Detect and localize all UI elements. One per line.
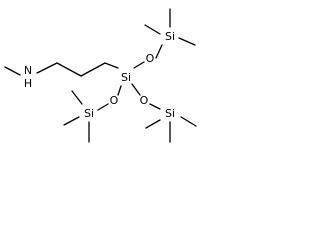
bond-si-o-right xyxy=(131,83,141,96)
bond-o-left-si xyxy=(97,103,109,111)
bond-c3-si xyxy=(104,62,119,69)
bond-lines xyxy=(4,8,197,143)
bond-c1-c2 xyxy=(56,62,82,77)
atom-top-o-label: O xyxy=(146,52,155,65)
atom-labels: N H Si O Si O Si O Si xyxy=(24,30,175,120)
bond-si-o-left xyxy=(117,85,122,96)
bond-right-si-methyl-right xyxy=(180,116,197,127)
bond-si-o-top xyxy=(133,61,145,69)
atom-left-si-label: Si xyxy=(84,107,94,120)
bond-n-c1 xyxy=(36,62,58,74)
bond-top-si-methyl-left xyxy=(144,24,161,35)
bond-c2-c3 xyxy=(80,62,106,77)
bond-left-si-methyl-up xyxy=(71,90,83,105)
atom-central-si-label: Si xyxy=(121,71,131,84)
atom-right-o-label: O xyxy=(140,94,149,107)
bond-top-si-methyl-right xyxy=(178,37,196,46)
atom-h-label: H xyxy=(24,77,32,90)
chemical-structure: N H Si O Si O Si O Si xyxy=(4,8,197,143)
bond-left-si-methyl-left xyxy=(63,116,80,126)
atom-left-o-label: O xyxy=(110,94,119,107)
bond-o-right-si xyxy=(149,103,161,110)
atom-top-si-label: Si xyxy=(165,30,175,43)
bond-o-top-si xyxy=(155,44,163,59)
atom-n-label: N xyxy=(24,64,32,77)
atom-right-si-label: Si xyxy=(165,107,175,120)
bond-right-si-methyl-left xyxy=(145,119,161,129)
bond-methyl-n xyxy=(4,66,21,76)
